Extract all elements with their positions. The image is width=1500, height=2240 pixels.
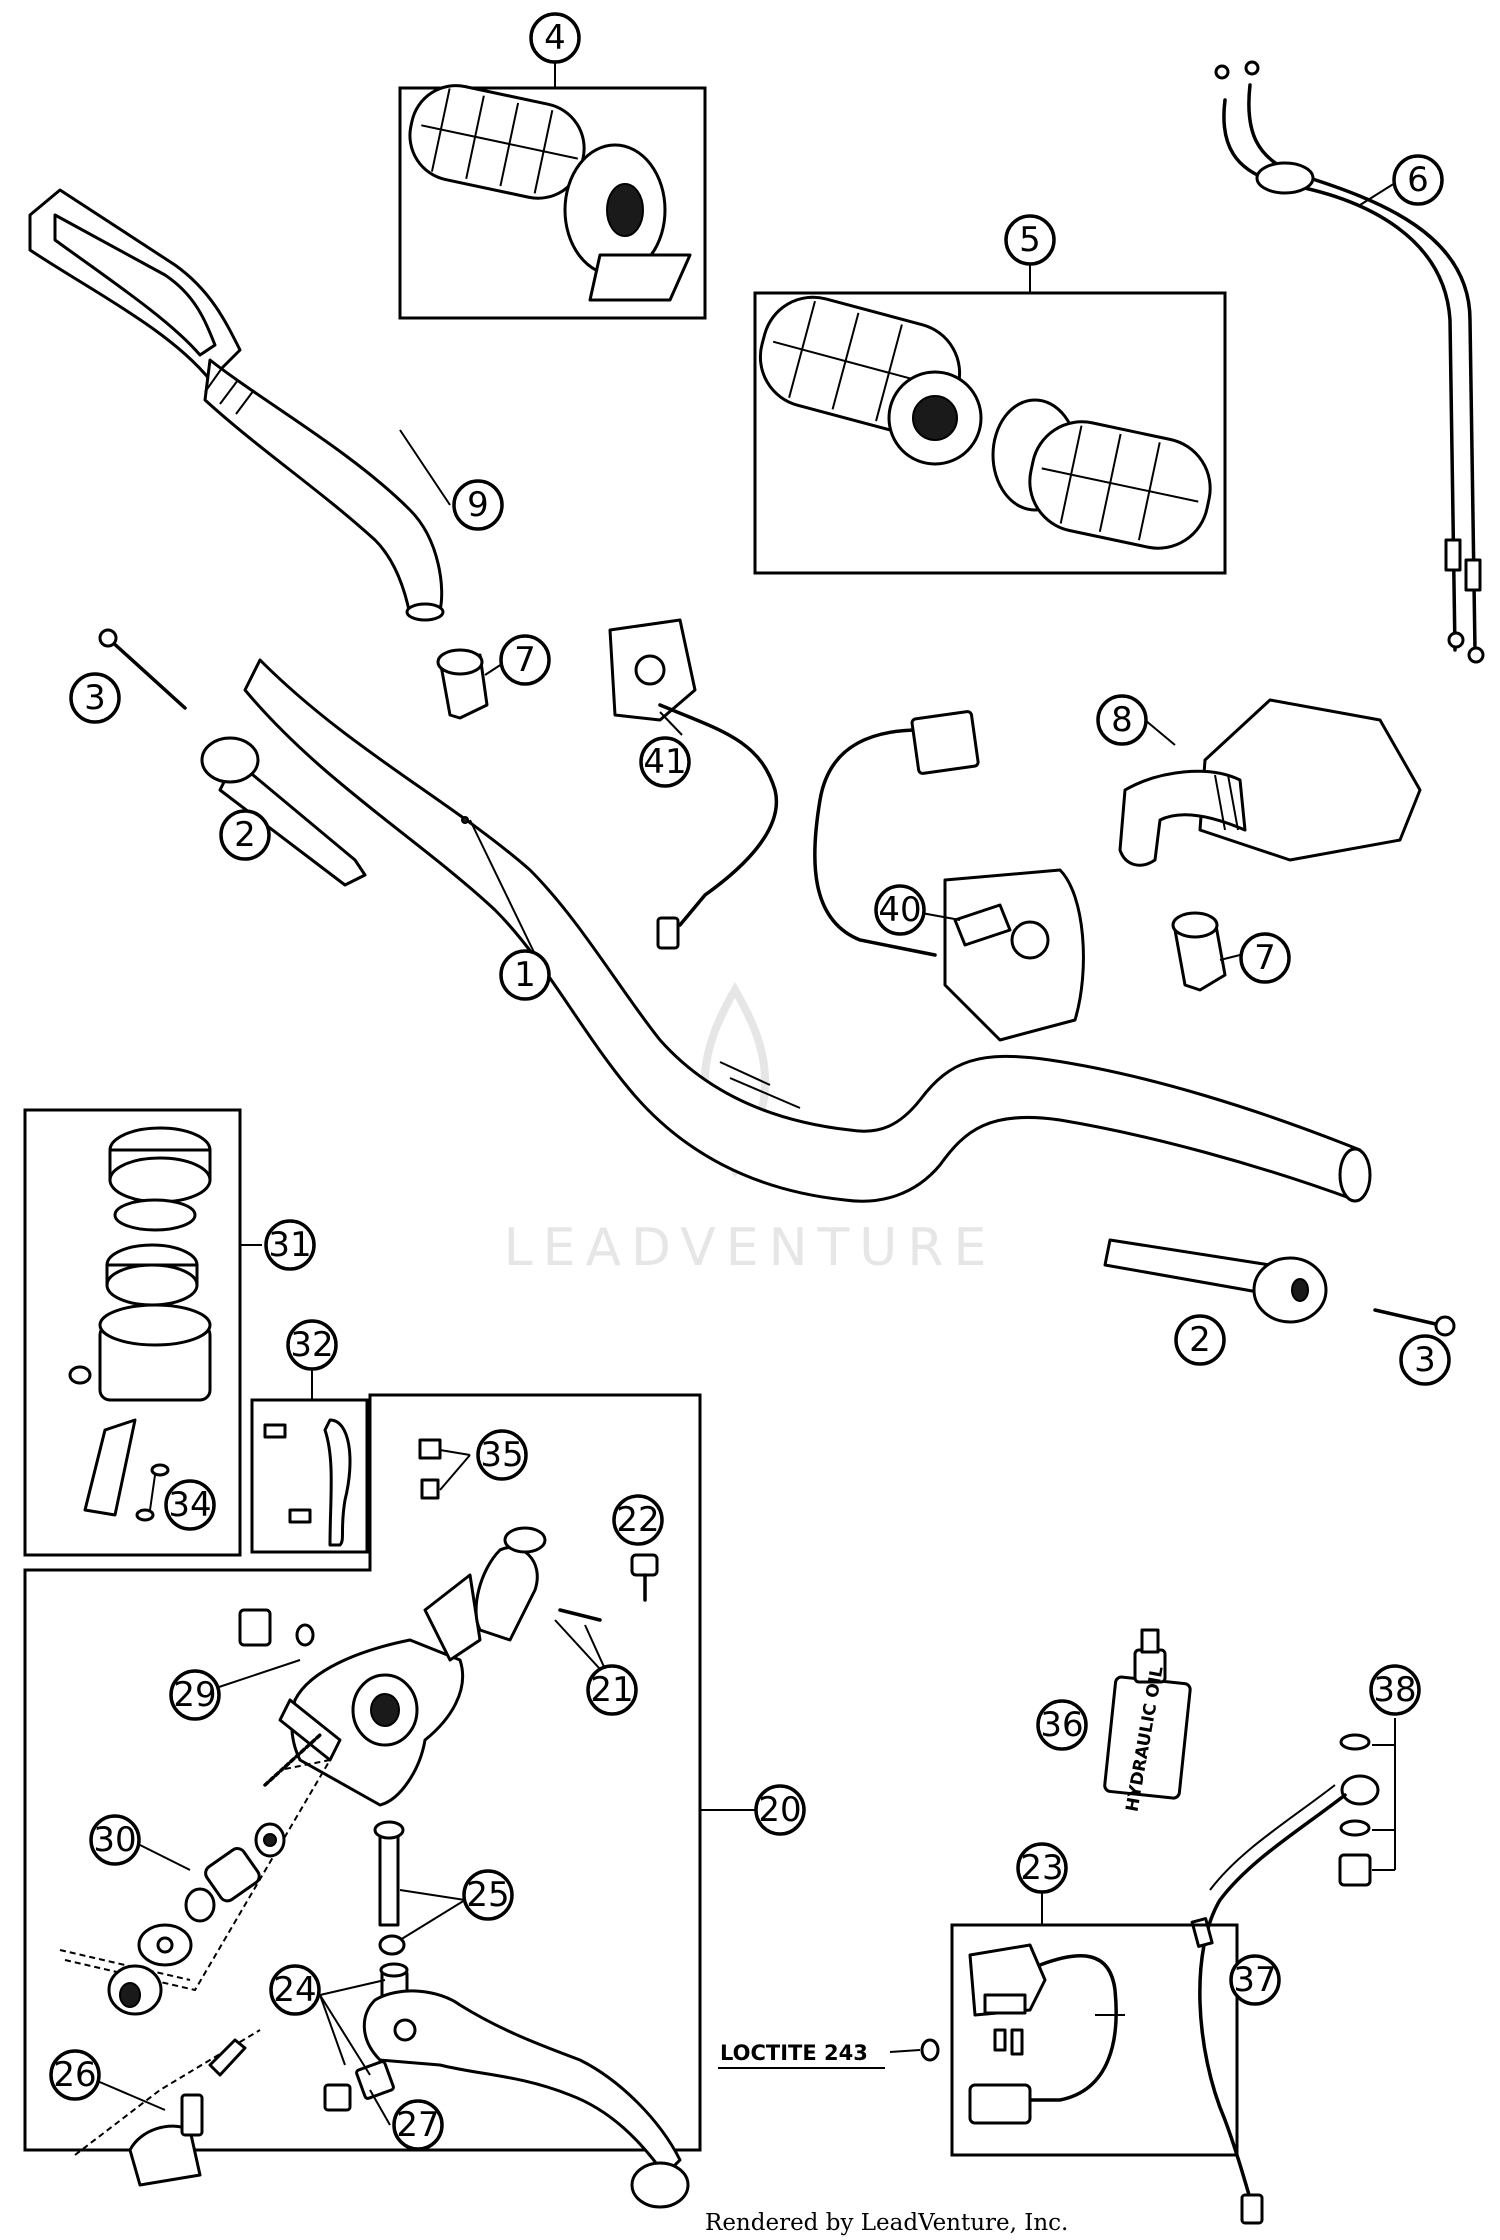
svg-text:30: 30: [93, 1820, 136, 1860]
svg-text:27: 27: [396, 2105, 439, 2145]
svg-text:25: 25: [466, 1875, 509, 1915]
svg-text:4: 4: [544, 18, 566, 58]
master-cylinder-box: [23, 1393, 702, 2152]
master-cylinder-body: [238, 1438, 659, 1807]
svg-text:20: 20: [758, 1790, 801, 1830]
left-bar-end-bolt: [98, 628, 187, 710]
bar-end-plug-lower: [1171, 911, 1227, 992]
svg-text:35: 35: [480, 1435, 523, 1475]
callout-7-lower: 7: [1239, 932, 1291, 984]
callout-38: 38: [1369, 1664, 1421, 1716]
reservoir-bracket-assembly: [250, 1398, 369, 1554]
callout-30: 30: [89, 1814, 141, 1866]
svg-text:41: 41: [643, 742, 686, 782]
svg-text:3: 3: [1414, 1340, 1436, 1380]
callout-6: 6: [1392, 154, 1444, 206]
brake-reservoir-assembly: [23, 1108, 242, 1557]
callout-27: 27: [392, 2099, 444, 2151]
svg-text:37: 37: [1233, 1960, 1276, 2000]
callout-26: 26: [49, 2049, 101, 2101]
leadventure-watermark: LEADVENTURE: [504, 982, 997, 1278]
callout-2-right: 2: [1174, 1314, 1226, 1366]
hydraulic-oil-bottle: HYDRAULIC OIL: [1103, 1628, 1192, 1813]
callout-25: 25: [462, 1869, 514, 1921]
callout-20: 20: [754, 1784, 806, 1836]
svg-text:38: 38: [1373, 1670, 1416, 1710]
watermark-text: LEADVENTURE: [504, 1218, 997, 1278]
bar-end-plug-upper: [436, 648, 489, 720]
callout-1: 1: [499, 949, 551, 1001]
callout-32: 32: [286, 1319, 338, 1371]
left-mirror: [28, 188, 445, 622]
right-bar-end-weight: [1103, 1238, 1328, 1324]
callout-31: 31: [264, 1219, 316, 1271]
piston-kit: [59, 1733, 332, 2016]
brake-line: [1190, 1784, 1347, 2225]
callout-36: 36: [1036, 1699, 1088, 1751]
handlebar-grips: [753, 291, 1227, 575]
throttle-cables: [1214, 60, 1485, 664]
callout-40: 40: [874, 884, 926, 936]
svg-text:40: 40: [878, 890, 921, 930]
svg-text:2: 2: [1189, 1320, 1211, 1360]
loctite-note: LOCTITE 243: [720, 2041, 868, 2065]
callout-21: 21: [586, 1664, 638, 1716]
throttle-grip-assembly: [398, 84, 707, 320]
callout-7-upper: 7: [499, 634, 551, 686]
svg-text:2: 2: [234, 815, 256, 855]
svg-text:29: 29: [173, 1675, 216, 1715]
callout-4: 4: [529, 12, 581, 64]
svg-text:36: 36: [1040, 1705, 1083, 1745]
svg-text:3: 3: [84, 678, 106, 718]
callout-22: 22: [612, 1494, 664, 1546]
callout-24: 24: [269, 1964, 321, 2016]
svg-text:1: 1: [514, 955, 536, 995]
svg-text:22: 22: [616, 1500, 659, 1540]
svg-text:7: 7: [514, 640, 536, 680]
loctite-screw: [920, 2038, 940, 2062]
callout-29: 29: [169, 1669, 221, 1721]
callout-34: 34: [164, 1479, 216, 1531]
callout-37: 37: [1229, 1954, 1281, 2006]
svg-text:5: 5: [1019, 220, 1041, 260]
callout-2-left: 2: [219, 809, 271, 861]
callout-3-left: 3: [69, 672, 121, 724]
svg-text:31: 31: [268, 1225, 311, 1265]
svg-text:9: 9: [467, 485, 489, 525]
handlebar: [243, 658, 1372, 1203]
svg-text:21: 21: [590, 1670, 633, 1710]
svg-text:6: 6: [1407, 160, 1429, 200]
brake-lever: [362, 1989, 690, 2209]
callout-35: 35: [476, 1429, 528, 1481]
callout-23: 23: [1016, 1842, 1068, 1894]
svg-text:7: 7: [1254, 938, 1276, 978]
callout-41: 41: [639, 736, 691, 788]
svg-text:26: 26: [53, 2055, 96, 2095]
callout-9: 9: [452, 479, 504, 531]
svg-text:24: 24: [273, 1970, 316, 2010]
right-bar-end-bolt: [1373, 1308, 1456, 1337]
brake-light-switch-assembly: [950, 1923, 1239, 2157]
svg-text:32: 32: [290, 1325, 333, 1365]
lever-adjuster: [74, 2029, 261, 2187]
banjo-bolt-and-washers: [1338, 1718, 1396, 1887]
render-credit: Rendered by LeadVenture, Inc.: [705, 2210, 1068, 2236]
svg-text:23: 23: [1020, 1848, 1063, 1888]
light-switch: [813, 710, 1085, 1042]
kill-switch: [608, 618, 779, 950]
svg-text:34: 34: [168, 1485, 211, 1525]
callout-8: 8: [1096, 694, 1148, 746]
svg-text:8: 8: [1111, 700, 1133, 740]
left-bar-end-weight: [200, 736, 367, 887]
callout-5: 5: [1004, 214, 1056, 266]
callout-3-right: 3: [1399, 1334, 1451, 1386]
right-mirror: [1118, 698, 1422, 867]
